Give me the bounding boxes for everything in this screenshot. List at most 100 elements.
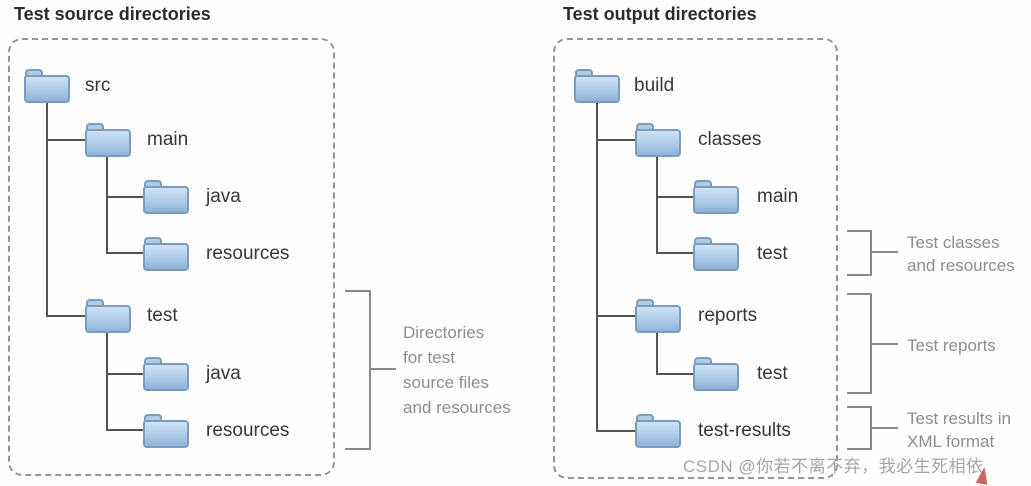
bracket <box>345 448 371 450</box>
folder-icon <box>85 123 131 157</box>
annotation-test-results: Test results in XML format <box>907 407 1011 453</box>
tree-line <box>46 103 48 317</box>
folder-label-reports: reports <box>698 305 758 326</box>
folder-label-main: main <box>757 186 799 207</box>
bracket <box>870 251 898 253</box>
folder-label-test-results: test-results <box>698 420 791 441</box>
folder-body <box>143 186 189 214</box>
tree-line <box>656 157 658 254</box>
annotation-line: for test <box>403 348 455 367</box>
bracket <box>847 392 872 394</box>
annotation-line: Test results in <box>907 409 1011 428</box>
bracket <box>847 293 872 295</box>
folder-tab <box>144 414 162 425</box>
folder-icon <box>693 180 739 214</box>
tree-line <box>106 252 143 254</box>
annotation-test-reports: Test reports <box>907 334 996 357</box>
bracket <box>369 290 371 450</box>
folder-body <box>143 243 189 271</box>
output-directories-box <box>553 38 838 479</box>
folder-label-test: test <box>757 243 788 264</box>
folder-body <box>635 420 681 448</box>
bracket <box>870 427 898 429</box>
folder-tab <box>575 69 593 80</box>
folder-label-java: java <box>206 363 241 384</box>
folder-icon <box>143 237 189 271</box>
folder-icon <box>143 414 189 448</box>
folder-body <box>635 305 681 333</box>
tree-line <box>106 196 143 198</box>
right-panel-title: Test output directories <box>563 4 757 24</box>
folder-label-resources: resources <box>206 420 290 441</box>
annotation-line: Directories <box>403 323 485 342</box>
bracket <box>345 290 371 292</box>
folder-icon <box>635 123 681 157</box>
folder-tab <box>86 299 104 310</box>
folder-icon <box>24 69 70 103</box>
folder-label-classes: classes <box>698 129 762 150</box>
tree-line <box>596 430 635 432</box>
folder-icon <box>693 357 739 391</box>
folder-body <box>143 363 189 391</box>
tree-line <box>46 315 85 317</box>
folder-tab <box>636 299 654 310</box>
tree-line <box>596 315 635 317</box>
folder-label-resources: resources <box>206 243 290 264</box>
bracket <box>847 448 872 450</box>
csdn-watermark: CSDN @你若不离不弃，我必生死相依 <box>683 457 984 476</box>
annotation-line: and resources <box>907 256 1015 275</box>
annotation-test-classes: Test classes and resources <box>907 231 1015 277</box>
bracket <box>847 274 872 276</box>
bracket <box>870 230 872 276</box>
folder-body <box>24 75 70 103</box>
annotation-line: and resources <box>403 398 511 417</box>
folder-icon <box>85 299 131 333</box>
bracket <box>369 368 396 370</box>
folder-tab <box>636 123 654 134</box>
folder-label-main: main <box>147 129 189 150</box>
folder-body <box>85 129 131 157</box>
tree-line <box>106 157 108 254</box>
folder-icon <box>574 69 620 103</box>
folder-icon <box>143 180 189 214</box>
annotation-line: Test reports <box>907 336 996 355</box>
annotation-line: XML format <box>907 432 995 451</box>
folder-tab <box>694 237 712 248</box>
folder-body <box>85 305 131 333</box>
tree-line <box>106 373 143 375</box>
annotation-line: Test classes <box>907 233 1000 252</box>
folder-body <box>143 420 189 448</box>
bracket <box>847 406 872 408</box>
folder-icon <box>143 357 189 391</box>
tree-line <box>656 373 693 375</box>
folder-tab <box>144 357 162 368</box>
tree-line <box>656 196 693 198</box>
annotation-test-source: Directories for test source files and re… <box>403 320 511 420</box>
tree-line <box>46 139 85 141</box>
folder-tab <box>25 69 43 80</box>
tree-line <box>656 333 658 375</box>
folder-body <box>693 186 739 214</box>
folder-tab <box>86 123 104 134</box>
folder-tab <box>144 180 162 191</box>
bracket <box>847 230 872 232</box>
folder-tab <box>636 414 654 425</box>
folder-body <box>635 129 681 157</box>
red-cursor-icon <box>975 466 991 485</box>
tree-line <box>656 252 693 254</box>
folder-icon <box>635 299 681 333</box>
annotation-line: source files <box>403 373 489 392</box>
folder-icon <box>693 237 739 271</box>
folder-label-src: src <box>85 75 111 96</box>
folder-label-test: test <box>147 305 178 326</box>
folder-icon <box>635 414 681 448</box>
folder-label-build: build <box>634 75 675 96</box>
folder-tab <box>694 180 712 191</box>
left-panel-title: Test source directories <box>14 4 211 24</box>
folder-body <box>693 243 739 271</box>
folder-label-test: test <box>757 363 788 384</box>
folder-tab <box>144 237 162 248</box>
tree-line <box>106 333 108 431</box>
bracket <box>870 343 898 345</box>
